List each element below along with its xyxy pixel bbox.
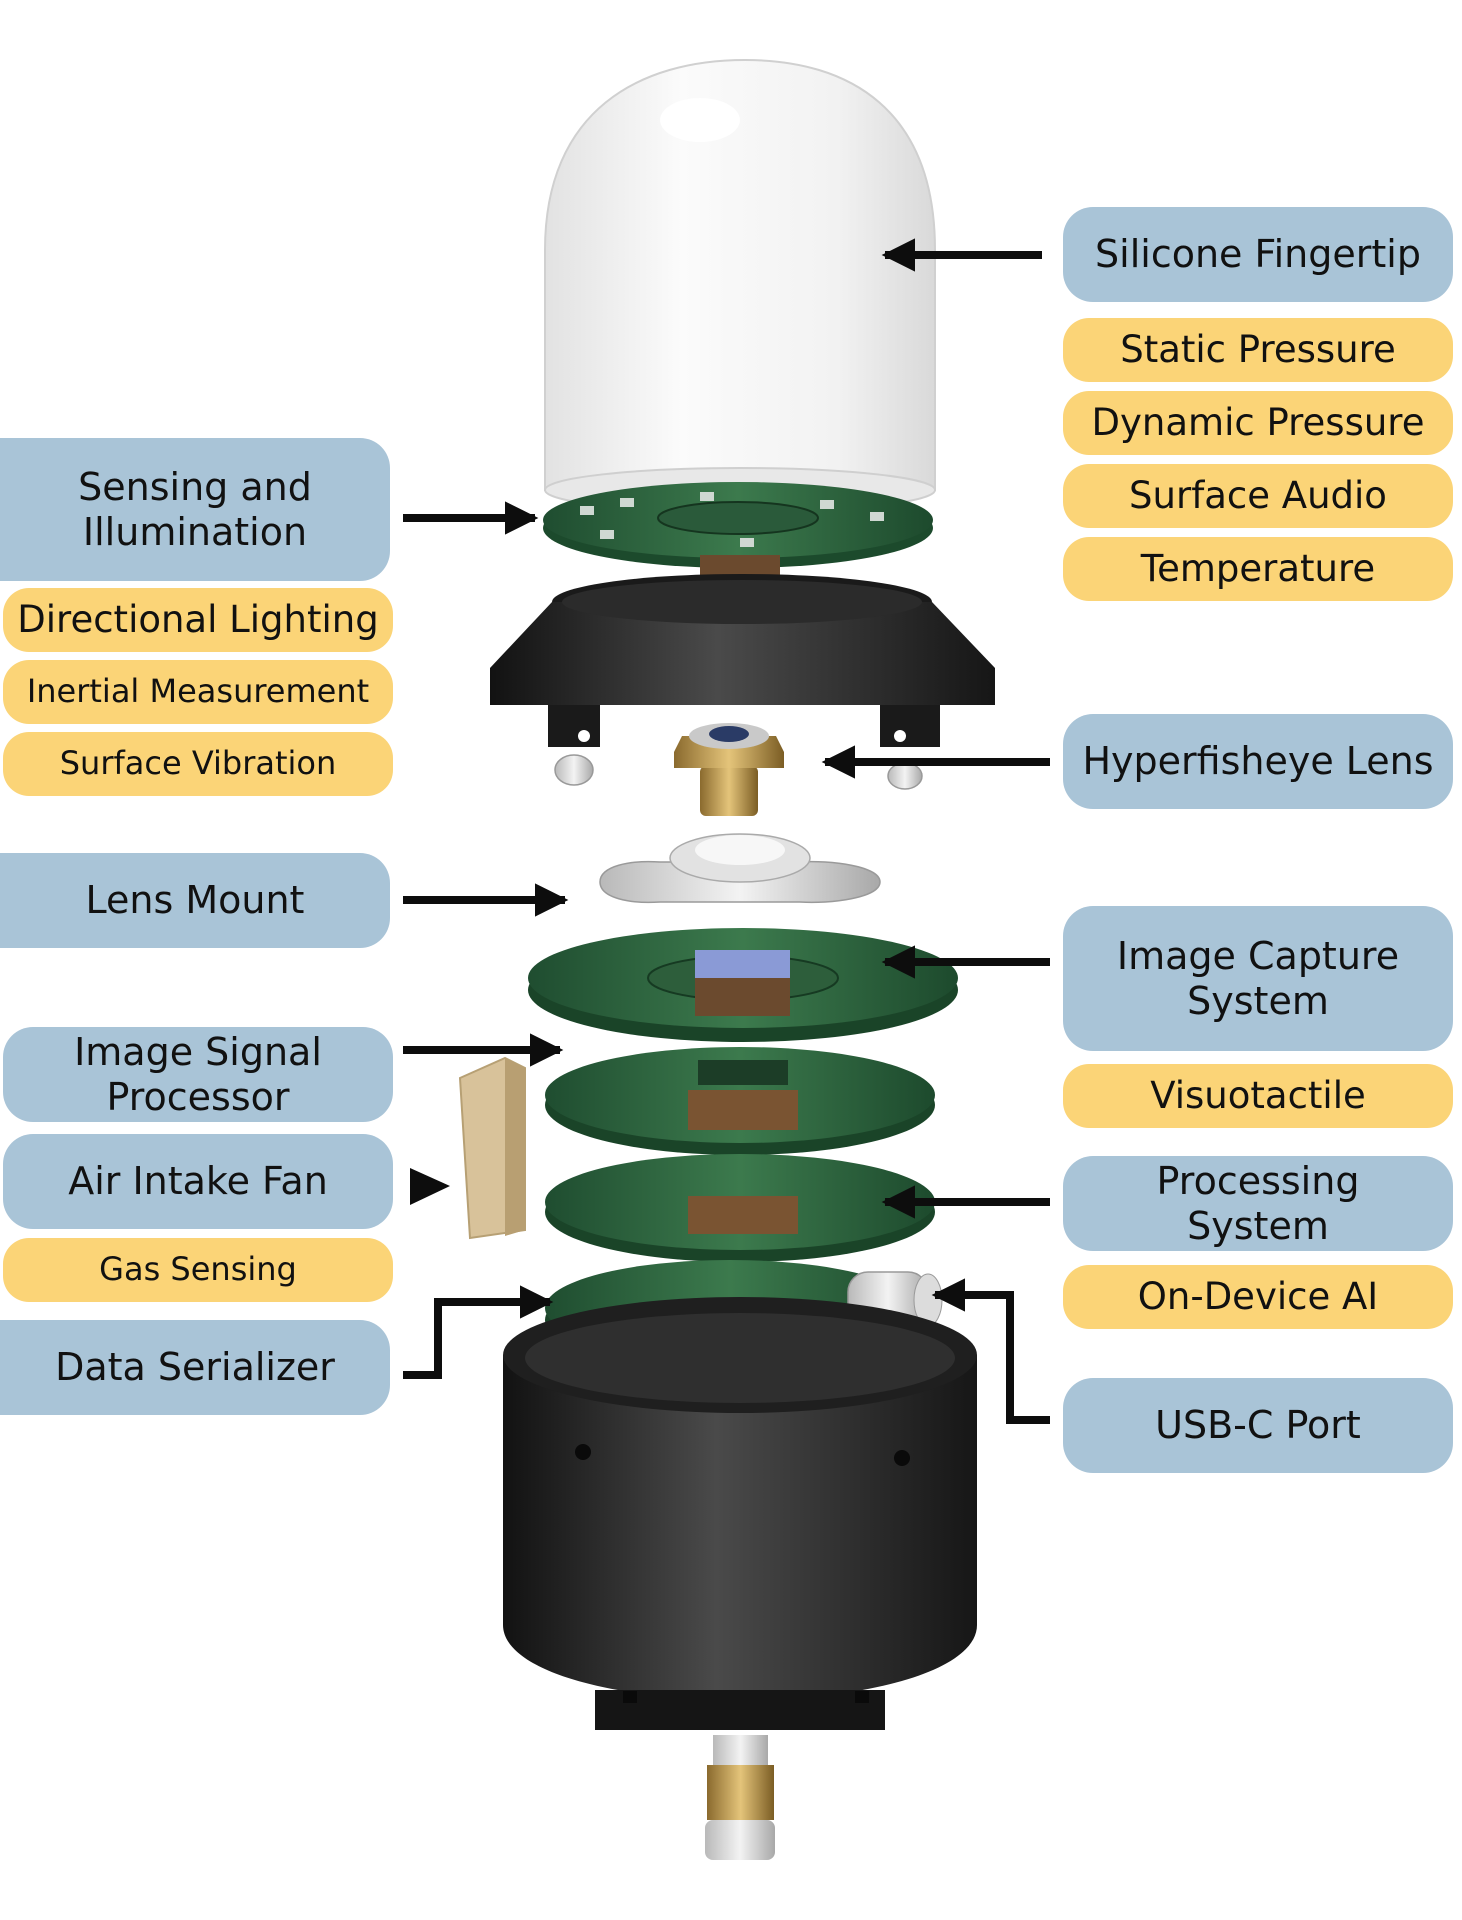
silicone-dome: [544, 58, 936, 513]
label-text: Dynamic Pressure: [1091, 401, 1425, 445]
label-inertial-measurement: Inertial Measurement: [3, 660, 393, 724]
arrow-data-serializer: [403, 1285, 554, 1379]
label-gas-sensing: Gas Sensing: [3, 1238, 393, 1302]
label-air-intake-fan: Air Intake Fan: [3, 1134, 393, 1229]
label-text: Image Signal Processor: [74, 1029, 322, 1119]
label-dynamic-pressure: Dynamic Pressure: [1063, 391, 1453, 455]
label-data-serializer: Data Serializer: [0, 1320, 390, 1415]
screw-right: [887, 762, 923, 790]
image-signal-processor-pcb: [545, 1047, 935, 1155]
label-text: Sensing and Illumination: [78, 464, 312, 554]
label-text: Data Serializer: [55, 1345, 335, 1390]
air-intake-fan: [458, 1056, 526, 1240]
image-capture-pcb: [528, 928, 958, 1042]
label-text: On-Device AI: [1137, 1275, 1379, 1319]
label-text: Hyperfisheye Lens: [1082, 739, 1434, 784]
label-surface-vibration: Surface Vibration: [3, 732, 393, 796]
label-text: Lens Mount: [85, 878, 305, 923]
label-static-pressure: Static Pressure: [1063, 318, 1453, 382]
label-text: Surface Audio: [1129, 474, 1387, 518]
label-text: Gas Sensing: [99, 1250, 297, 1289]
label-image-signal-processor: Image Signal Processor: [3, 1027, 393, 1122]
label-visuotactile: Visuotactile: [1063, 1064, 1453, 1128]
label-text: Air Intake Fan: [68, 1159, 328, 1204]
bottom-connector: [705, 1735, 775, 1860]
hyperfisheye-lens: [674, 723, 784, 816]
label-text: Inertial Measurement: [26, 672, 370, 711]
label-lens-mount: Lens Mount: [0, 853, 390, 948]
label-image-capture-system: Image Capture System: [1063, 906, 1453, 1051]
label-on-device-ai: On-Device AI: [1063, 1265, 1453, 1329]
label-text: Image Capture System: [1116, 933, 1400, 1023]
processing-pcb: [545, 1154, 935, 1262]
label-hyperfisheye-lens: Hyperfisheye Lens: [1063, 714, 1453, 809]
label-text: Processing System: [1156, 1158, 1360, 1248]
label-text: USB-C Port: [1155, 1403, 1361, 1448]
black-cone-housing: [490, 574, 995, 747]
label-directional-lighting: Directional Lighting: [3, 588, 393, 652]
label-text: Visuotactile: [1150, 1074, 1366, 1118]
label-usb-c-port: USB-C Port: [1063, 1378, 1453, 1473]
label-silicone-fingertip: Silicone Fingertip: [1063, 207, 1453, 302]
label-text: Static Pressure: [1120, 328, 1396, 372]
label-text: Silicone Fingertip: [1095, 232, 1421, 277]
arrow-air-intake-fan: [410, 1168, 450, 1205]
main-black-housing: [503, 1297, 977, 1730]
label-surface-audio: Surface Audio: [1063, 464, 1453, 528]
arrow-usb-c-port: [931, 1278, 1050, 1424]
screw-left: [554, 754, 594, 786]
label-processing-system: Processing System: [1063, 1156, 1453, 1251]
label-temperature: Temperature: [1063, 537, 1453, 601]
label-sensing-illumination: Sensing and Illumination: [0, 438, 390, 581]
label-text: Temperature: [1140, 547, 1376, 591]
lens-mount-part: [599, 833, 881, 904]
label-text: Surface Vibration: [59, 744, 337, 783]
label-text: Directional Lighting: [17, 598, 379, 642]
illumination-ring-pcb: [543, 482, 933, 585]
